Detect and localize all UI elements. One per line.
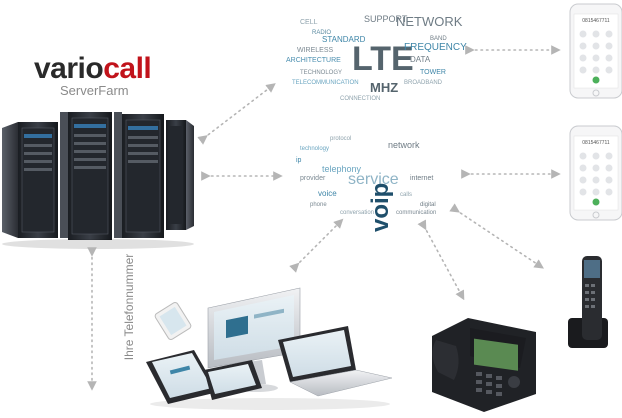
server-rack-3 (114, 112, 164, 238)
voip-word: calls (400, 192, 412, 198)
lte-word: DATA (410, 55, 431, 64)
connector-server-lte (197, 83, 276, 145)
voip-word: communication (396, 210, 436, 216)
voip-word: protocol (330, 136, 351, 142)
connector-voip-deskphone (417, 219, 465, 301)
lte-word: BROADBAND (404, 80, 443, 86)
lte-word: FREQUENCY (404, 42, 467, 53)
connector-voip-devices (289, 218, 344, 273)
connector-voip-dect (449, 203, 544, 269)
lte-word: SUPPORT (364, 14, 408, 24)
lte-word-cloud: CELL RADIO SUPPORT NETWORK STANDARD WIRE… (286, 14, 467, 102)
brand-name-part1: vario (34, 52, 104, 85)
rack-shadow (2, 239, 194, 249)
voip-word: digital (420, 202, 436, 208)
server-rack-4 (166, 120, 194, 230)
lte-word: BAND (430, 36, 447, 42)
connector-lines (87, 45, 561, 391)
lte-word: CONNECTION (340, 96, 380, 102)
lte-word: RADIO (312, 30, 331, 36)
voip-word: network (388, 140, 420, 150)
lte-word: TOWER (420, 69, 446, 76)
tablet-left (146, 350, 218, 404)
voip-word-cloud: protocol network ip telephony service pr… (296, 136, 436, 232)
server-rack-2 (60, 112, 112, 240)
lte-word: TELECOMMUNICATION (292, 80, 359, 86)
lte-word: CELL (300, 19, 318, 26)
brand-logo: variocall ServerFarm (34, 52, 152, 98)
voip-word: provider (300, 175, 326, 182)
server-farm-image (2, 112, 194, 249)
lte-word: STANDARD (322, 35, 366, 44)
smartphone-voip: 0815467711 (569, 125, 622, 221)
desktop-monitor (207, 287, 301, 392)
phone-number-display: 0815467711 (582, 18, 610, 24)
voip-word: phone (310, 202, 327, 208)
lte-word: NETWORK (396, 14, 463, 29)
brand-subtitle: ServerFarm (60, 83, 129, 98)
lte-word-primary: LTE (352, 40, 414, 78)
desk-ip-phone (432, 318, 536, 412)
tablet-front (204, 360, 262, 400)
voip-word-primary: voip (367, 183, 394, 232)
phone-number-display: 0815467711 (582, 140, 610, 146)
client-devices (146, 287, 393, 410)
dect-phone (568, 256, 608, 348)
voip-word: telephony (322, 164, 362, 174)
small-smartphone (154, 302, 192, 340)
voip-word: conversation (340, 210, 374, 216)
voip-word: ip (296, 157, 302, 164)
voip-word: internet (410, 175, 433, 182)
smartphone-lte: 0815467711 (569, 3, 622, 99)
lte-word-secondary: MHZ (370, 80, 398, 95)
lte-word: TECHNOLOGY (300, 70, 342, 76)
voip-word: technology (300, 146, 329, 152)
voip-word-secondary: service (348, 171, 399, 188)
lte-word: ARCHITECTURE (286, 57, 341, 64)
voip-word: voice (318, 189, 337, 198)
laptop-right (278, 326, 393, 397)
brand-name-part2: call (103, 52, 152, 85)
lte-word: WIRELESS (297, 47, 334, 54)
server-rack-1 (2, 122, 58, 238)
